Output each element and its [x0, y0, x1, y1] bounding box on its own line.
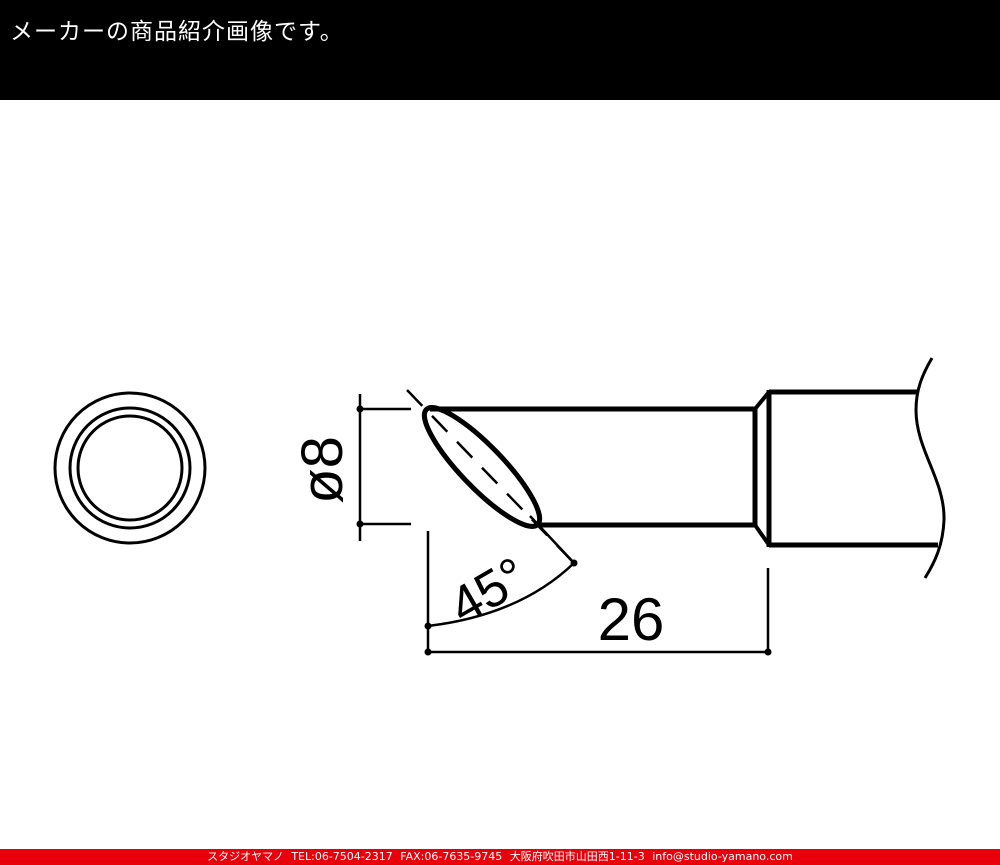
length-label: 26 — [598, 586, 665, 653]
end-view-circles-icon — [53, 391, 207, 545]
fax: FAX:06-7635-9745 — [400, 850, 503, 863]
length-dimension — [426, 531, 770, 654]
shop-name: スタジオヤマノ — [207, 850, 284, 863]
break-line — [914, 357, 946, 579]
diameter-dimension — [358, 394, 411, 541]
email-link[interactable]: info@studio-yamano.com — [652, 850, 793, 863]
technical-drawing: ø8 45° — [0, 100, 1000, 849]
tip-shank — [430, 389, 938, 548]
tel: TEL:06-7504-2317 — [291, 850, 393, 863]
diameter-label: ø8 — [290, 436, 355, 504]
header-title: メーカーの商品紹介画像です。 — [10, 19, 344, 45]
angle-arc — [427, 562, 575, 628]
footer-contact-bar: スタジオヤマノ TEL:06-7504-2317 FAX:06-7635-974… — [0, 849, 1000, 865]
header-banner: メーカーの商品紹介画像です。 — [0, 0, 1000, 100]
address: 大阪府吹田市山田西1-11-3 — [509, 850, 645, 863]
